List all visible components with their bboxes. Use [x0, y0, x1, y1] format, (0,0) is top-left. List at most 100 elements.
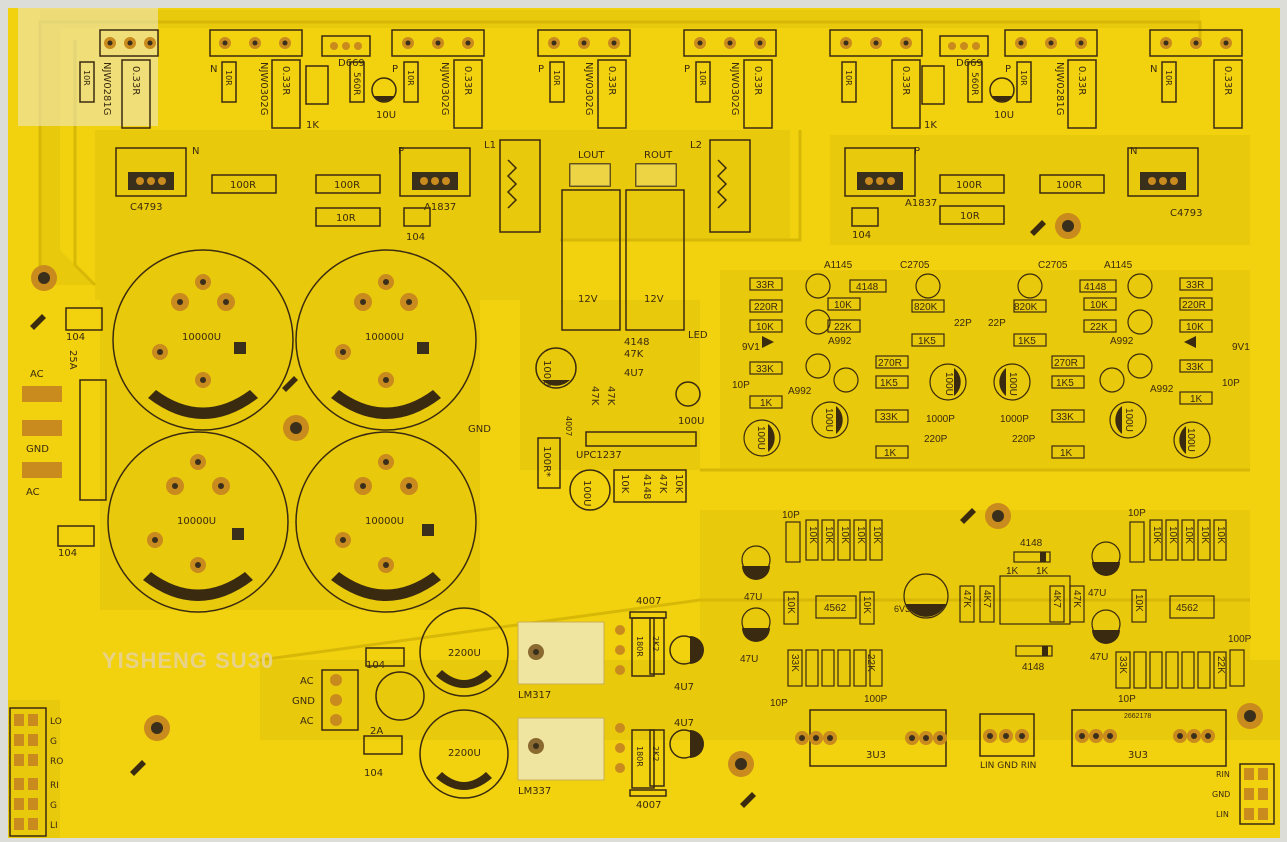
resistor-10r: 10R [336, 213, 356, 224]
relay-voltage: 12V [644, 294, 664, 305]
resistor-1k: 1K [1060, 448, 1073, 459]
transistor-label: NJW0302G [583, 62, 594, 116]
diode-4148: 4148 [1022, 662, 1045, 673]
cap-4u7: 4U7 [674, 682, 694, 693]
transistor-a1837: A1837 [905, 198, 937, 209]
resistor-1k: 1K [1036, 566, 1049, 577]
regulator-lm317: LM317 [518, 690, 551, 701]
resistor-22k: 22K [834, 322, 852, 333]
opamp-4562: 4562 [824, 603, 847, 614]
resistor-10k: 10K [1183, 526, 1194, 544]
resistor-820k: 820K [1014, 302, 1038, 313]
preamp-section: 10P 10P 4562 4562 47U 47U 47U 47U 100P 1… [740, 508, 1252, 771]
transistor-c4793: C4793 [130, 202, 162, 213]
resistor-1k5: 1K5 [1018, 336, 1036, 347]
diode-label: D669 [956, 58, 983, 69]
resistor-560: 560R [969, 72, 979, 95]
cap-220p: 220P [924, 434, 948, 445]
cap-1000p: 1000P [1000, 414, 1029, 425]
diode-4007: 4007 [636, 596, 661, 607]
p-label: P [684, 64, 690, 75]
cap-10p: 10P [782, 510, 800, 521]
mounting-holes [31, 213, 1263, 777]
cap-100u: 100U [823, 408, 834, 432]
resistor-10r: 10R [960, 211, 980, 222]
zener-9v1: 9V1 [1232, 342, 1250, 353]
zener-9v1: 9V1 [742, 342, 760, 353]
n-label: N [1150, 64, 1157, 75]
ac-label: AC [300, 676, 314, 687]
p-label: P [1005, 64, 1011, 75]
resistor-220r: 220R [1182, 300, 1206, 311]
small-resistor: 10R [406, 70, 415, 86]
connector-lin: LIN [1216, 810, 1229, 819]
n-label: N [1130, 146, 1137, 157]
transistor-c4793: C4793 [1170, 208, 1202, 219]
resistor-value: 0.33R [130, 66, 141, 95]
resistor-10k: 10K [807, 526, 818, 544]
cap-10p: 10P [732, 380, 750, 391]
transistor-a992: A992 [1110, 336, 1134, 347]
cap-104: 104 [366, 660, 385, 671]
cap-100u: 100U [1007, 372, 1018, 396]
n-label: N [210, 64, 217, 75]
resistor-2k2: 2K2 [651, 636, 660, 651]
resistor-47k: 47K [1071, 590, 1082, 608]
copper-traces [38, 20, 1250, 662]
resistor-820k: 820K [914, 302, 938, 313]
gnd-label: GND [292, 696, 315, 707]
transistor-label: NJW0302G [729, 62, 740, 116]
resistor-22k: 22K [1090, 322, 1108, 333]
cap-104: 104 [852, 230, 871, 241]
cap-47u: 47U [740, 654, 758, 665]
cap-100u: 100U [678, 416, 704, 427]
resistor-270r: 270R [878, 358, 902, 369]
cap-100u: 100U [1185, 428, 1196, 452]
cap-100u: 100U [1123, 408, 1134, 432]
resistor-100r: 100R [334, 180, 360, 191]
cap-10000u: 10000U [177, 516, 216, 527]
transistor-a1837: A1837 [424, 202, 456, 213]
small-resistor: 10R [82, 70, 91, 86]
cap-104: 104 [406, 232, 425, 243]
transistor-a992: A992 [1150, 384, 1174, 395]
cap-3u3: 3U3 [866, 750, 886, 761]
n-label: N [192, 146, 199, 157]
resistor-47k: 47K [961, 590, 972, 608]
inductor-l2: L2 [690, 140, 702, 151]
resistor-1k: 1K [760, 398, 773, 409]
top-transistor-row: NJW0281G NJW0302G NJW0302G NJW0302G NJW0… [79, 29, 1243, 131]
resistor-33k: 33K [1186, 362, 1204, 373]
cap-104: 104 [364, 768, 383, 779]
relay-voltage: 12V [578, 294, 598, 305]
fuse-2a: 2A [370, 726, 383, 737]
resistor-33r: 33R [756, 280, 774, 291]
transistor-a992: A992 [828, 336, 852, 347]
transistor-a1145: A1145 [1104, 260, 1133, 271]
regulator-lm337: LM337 [518, 786, 551, 797]
p-label: P [914, 146, 920, 157]
cap-10000u: 10000U [365, 516, 404, 527]
transistor-label: NJW0302G [258, 62, 269, 116]
connector-g: G [50, 737, 57, 747]
transistor-label: NJW0281G [101, 62, 112, 116]
resistor-value: 0.33R [606, 66, 617, 95]
rout-label: ROUT [644, 150, 673, 161]
cap-47u: 47U [1090, 652, 1108, 663]
resistor-10k: 10K [785, 596, 796, 614]
connector-li: LI [50, 821, 58, 831]
resistor-10k: 10K [1151, 526, 1162, 544]
transistor-a1145: A1145 [824, 260, 853, 271]
resistor-10k: 10K [1215, 526, 1226, 544]
resistor-47k: 47K [605, 386, 616, 406]
input-label: LIN GND RIN [980, 761, 1036, 771]
cap-10000u: 10000U [182, 332, 221, 343]
resistor-10k: 10K [673, 474, 684, 494]
amp-channel: A1145 C2705 C2705 A1145 33R 220R 10K 414… [732, 260, 1250, 459]
ac-label: AC [30, 369, 44, 380]
fuse-25a: 25A [67, 350, 78, 370]
p-label: P [538, 64, 544, 75]
resistor-33k: 33K [756, 364, 774, 375]
resistor-270r: 270R [1054, 358, 1078, 369]
cap-6v3: 6V3/1000U [894, 604, 939, 614]
